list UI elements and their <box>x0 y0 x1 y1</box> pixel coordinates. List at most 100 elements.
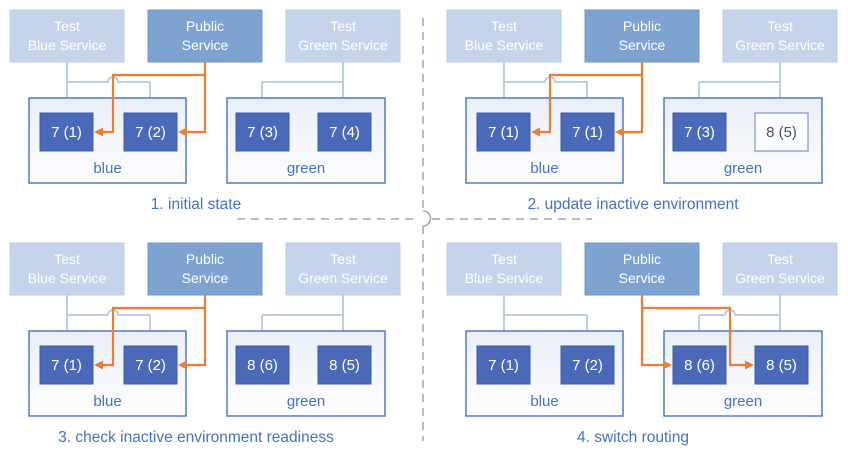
public-route-branch <box>103 73 205 134</box>
pod-green-1 <box>235 345 290 385</box>
service-box-test-blue <box>9 9 125 63</box>
pod-green-1 <box>672 345 727 385</box>
public-route-main <box>187 295 207 367</box>
pod-label: 7 (1) <box>572 124 603 141</box>
service-box-public <box>584 9 700 63</box>
service-label: Test <box>767 18 793 34</box>
panel-update-inactive: Test Blue Service Public Service Test Gr… <box>446 9 838 213</box>
pod-green-2 <box>317 112 372 152</box>
environment-label-green: green <box>287 160 325 177</box>
environment-label-green: green <box>724 393 762 410</box>
environment-label-blue: blue <box>530 160 558 177</box>
service-label: Blue Service <box>465 270 544 286</box>
environment-label-blue: blue <box>530 393 558 410</box>
test-green-connector <box>261 295 344 336</box>
arrow-right-icon <box>663 360 672 370</box>
service-box-test-green <box>285 242 401 296</box>
service-label: Public <box>623 251 661 267</box>
service-label: Green Service <box>298 270 388 286</box>
test-green-connector <box>261 62 344 103</box>
quadrant-divider <box>237 18 592 441</box>
pod-blue-2 <box>560 345 615 385</box>
arrow-left-icon <box>615 127 624 137</box>
service-label: Blue Service <box>28 37 107 53</box>
test-blue-connector <box>503 295 588 336</box>
service-label: Public <box>186 251 224 267</box>
service-box-test-green <box>722 242 838 296</box>
public-route-branch <box>642 306 745 367</box>
pod-label: 7 (1) <box>51 357 82 374</box>
service-label: Public <box>186 18 224 34</box>
arrow-left-icon <box>531 127 540 137</box>
pod-label: 7 (1) <box>51 124 82 141</box>
pod-green-2-updating <box>754 112 809 152</box>
panel-caption: 2. update inactive environment <box>527 196 739 213</box>
pod-label: 8 (5) <box>329 357 360 374</box>
panel-switch-routing: Test Blue Service Public Service Test Gr… <box>446 242 838 446</box>
test-blue-connector <box>503 62 588 103</box>
environment-label-green: green <box>287 393 325 410</box>
pod-green-1 <box>672 112 727 152</box>
arrow-left-icon <box>94 360 103 370</box>
service-label: Service <box>182 37 229 53</box>
pod-label: 7 (2) <box>135 357 166 374</box>
environment-label-blue: blue <box>93 393 121 410</box>
service-label: Blue Service <box>28 270 107 286</box>
panel-check-readiness: Test Blue Service Public Service Test Gr… <box>9 242 401 446</box>
service-label: Test <box>54 251 80 267</box>
pod-label: 7 (1) <box>488 357 519 374</box>
pod-label: 7 (3) <box>684 124 715 141</box>
pod-blue-1 <box>476 112 531 152</box>
arrow-left-icon <box>94 127 103 137</box>
service-label: Service <box>619 37 666 53</box>
environment-label-blue: blue <box>93 160 121 177</box>
service-box-test-blue <box>9 242 125 296</box>
public-route-main <box>187 62 207 134</box>
service-label: Test <box>491 18 517 34</box>
public-route-main <box>640 295 663 367</box>
arrow-left-icon <box>178 360 187 370</box>
pod-green-2 <box>754 345 809 385</box>
service-label: Green Service <box>735 270 825 286</box>
panel-caption: 4. switch routing <box>577 429 689 446</box>
divider-hop <box>422 210 432 227</box>
test-blue-connector <box>66 295 151 336</box>
pod-label: 7 (4) <box>329 124 360 141</box>
panel-caption: 3. check inactive environment readiness <box>58 429 334 446</box>
test-blue-connector <box>66 62 151 103</box>
environment-label-green: green <box>724 160 762 177</box>
pod-label: 7 (2) <box>572 357 603 374</box>
pod-green-1 <box>235 112 290 152</box>
service-label: Test <box>54 18 80 34</box>
pod-blue-2 <box>123 112 178 152</box>
service-box-test-green <box>285 9 401 63</box>
pod-label: 7 (1) <box>488 124 519 141</box>
pod-green-2 <box>317 345 372 385</box>
arrow-right-icon <box>745 360 754 370</box>
pod-blue-2 <box>560 112 615 152</box>
service-label: Green Service <box>735 37 825 53</box>
pod-blue-1 <box>39 345 94 385</box>
pod-blue-1 <box>476 345 531 385</box>
service-box-public <box>147 242 263 296</box>
service-box-test-blue <box>446 242 562 296</box>
service-box-test-green <box>722 9 838 63</box>
service-label: Service <box>619 270 666 286</box>
pod-label: 7 (2) <box>135 124 166 141</box>
service-label: Service <box>182 270 229 286</box>
service-label: Public <box>623 18 661 34</box>
service-label: Test <box>767 251 793 267</box>
arrow-left-icon <box>178 127 187 137</box>
pod-blue-1 <box>39 112 94 152</box>
service-label: Blue Service <box>465 37 544 53</box>
service-box-public <box>147 9 263 63</box>
pod-label: 8 (5) <box>766 124 797 141</box>
service-box-public <box>584 242 700 296</box>
pod-blue-2 <box>123 345 178 385</box>
test-green-connector <box>698 62 781 103</box>
service-label: Green Service <box>298 37 388 53</box>
public-route-branch <box>540 73 642 134</box>
service-box-test-blue <box>446 9 562 63</box>
